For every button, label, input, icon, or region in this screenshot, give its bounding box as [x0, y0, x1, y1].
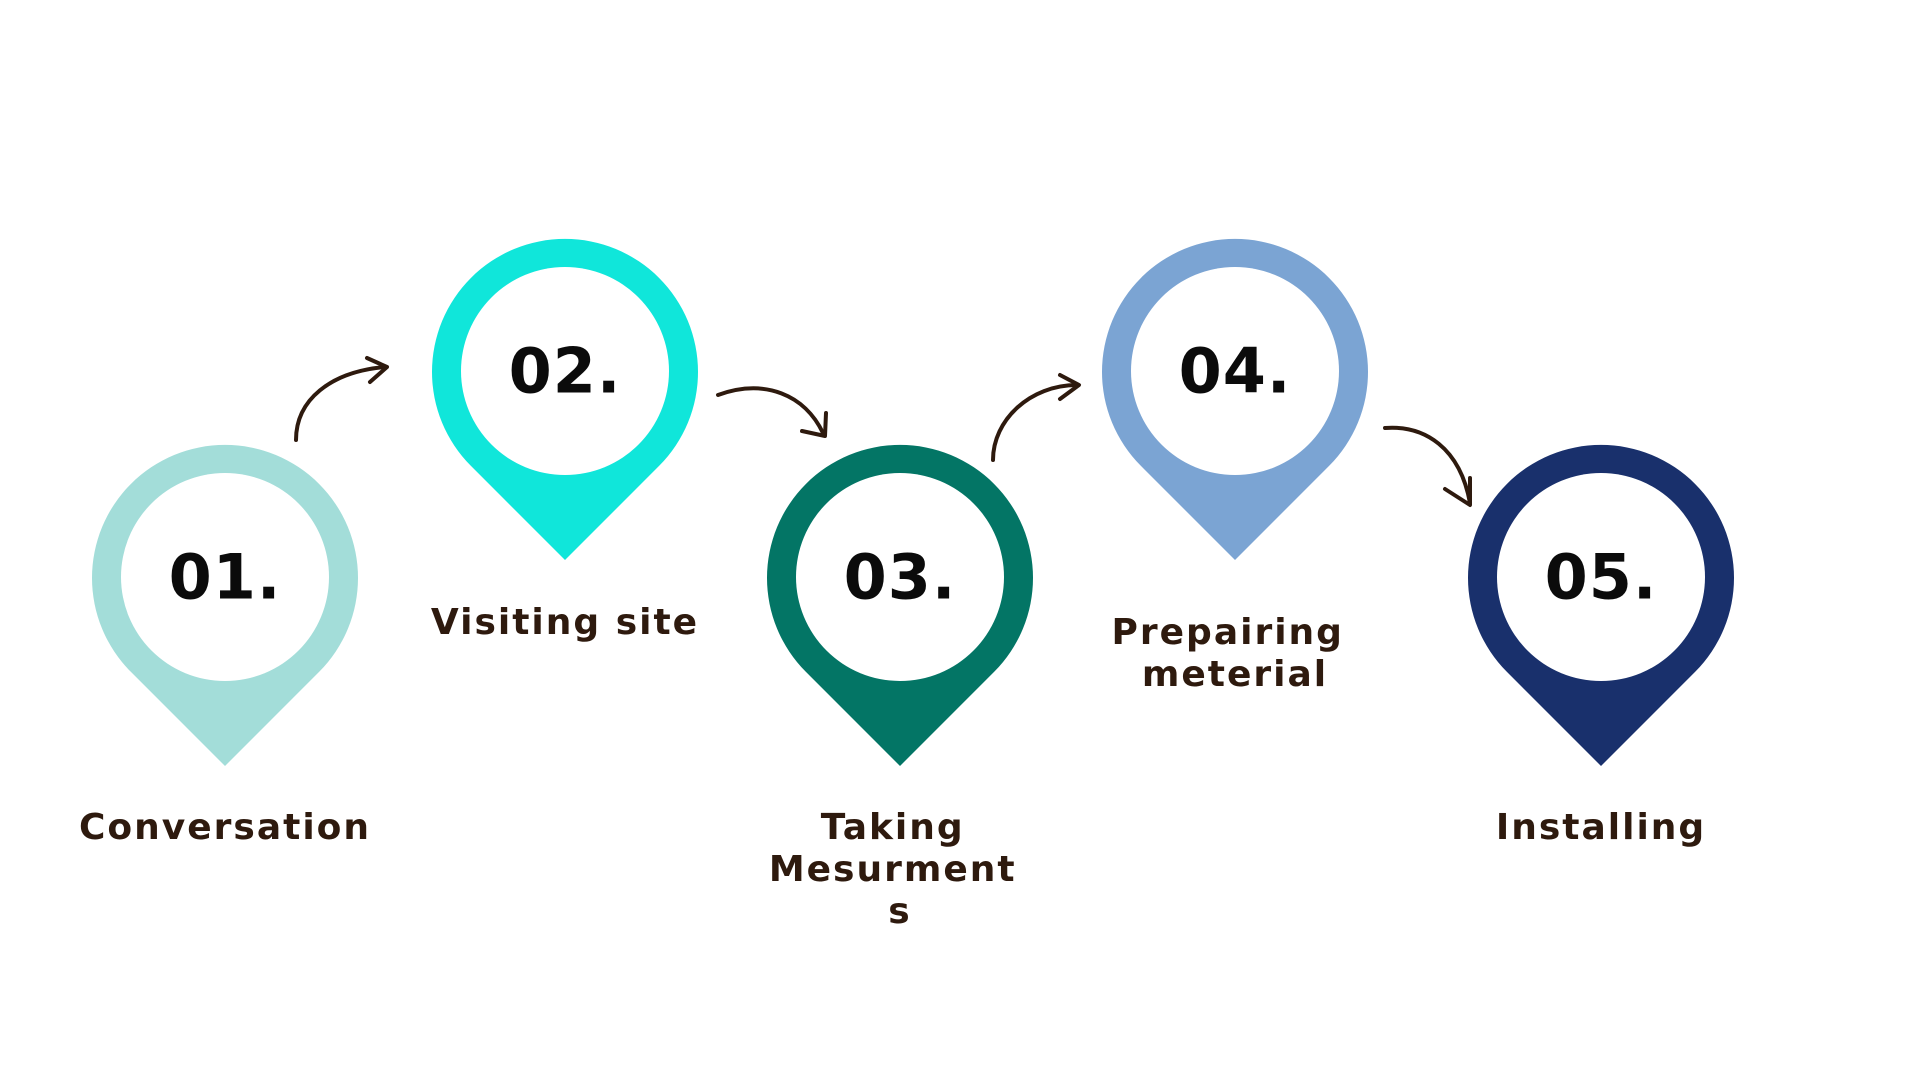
step-label-line: meterial	[1142, 654, 1328, 695]
curved-arrow-icon	[991, 383, 1079, 462]
pin-inner-circle	[1131, 267, 1339, 475]
step-1: 01. Conversation	[79, 444, 371, 848]
step-label-line: Prepairing	[1112, 612, 1344, 653]
arrowhead-icon	[1058, 373, 1081, 401]
step-4: 04. Prepairing meterial	[1102, 238, 1369, 695]
arrowhead-icon	[800, 411, 828, 438]
arrowhead-icon	[1443, 476, 1472, 507]
pin-inner-circle	[796, 473, 1004, 681]
step-label: Prepairing meterial	[1112, 612, 1359, 695]
step-3: 03. Taking Mesurment s	[766, 444, 1033, 932]
step-5: 05. Installing	[1468, 444, 1734, 848]
step-label: Visiting site	[431, 602, 699, 643]
pin-inner-circle	[121, 473, 329, 681]
step-2: 02. Visiting site	[431, 238, 699, 643]
pin-inner-circle	[1497, 473, 1705, 681]
step-label-line: Conversation	[79, 807, 371, 848]
arrowhead-icon	[365, 356, 389, 384]
step-label-line: Mesurment	[769, 849, 1017, 890]
step-label-line: s	[888, 891, 911, 932]
step-number: 02.	[509, 335, 622, 408]
step-number: 05.	[1545, 541, 1658, 614]
step-label-line: Taking	[821, 807, 965, 848]
step-number: 04.	[1179, 335, 1292, 408]
step-label: Installing	[1496, 807, 1706, 848]
arrow-3-to-4	[991, 373, 1081, 462]
step-label: Taking Mesurment s	[769, 807, 1031, 932]
arrow-2-to-3	[716, 386, 828, 438]
step-label-line: Installing	[1496, 807, 1706, 848]
step-number: 03.	[844, 541, 957, 614]
curved-arrow-icon	[294, 365, 387, 442]
step-label: Conversation	[79, 807, 371, 848]
step-label-line: Visiting site	[431, 602, 699, 643]
curved-arrow-icon	[716, 386, 825, 435]
arrow-1-to-2	[294, 356, 389, 442]
step-number: 01.	[169, 541, 282, 614]
curved-arrow-icon	[1383, 425, 1472, 505]
pin-inner-circle	[461, 267, 669, 475]
arrow-4-to-5	[1383, 425, 1472, 507]
